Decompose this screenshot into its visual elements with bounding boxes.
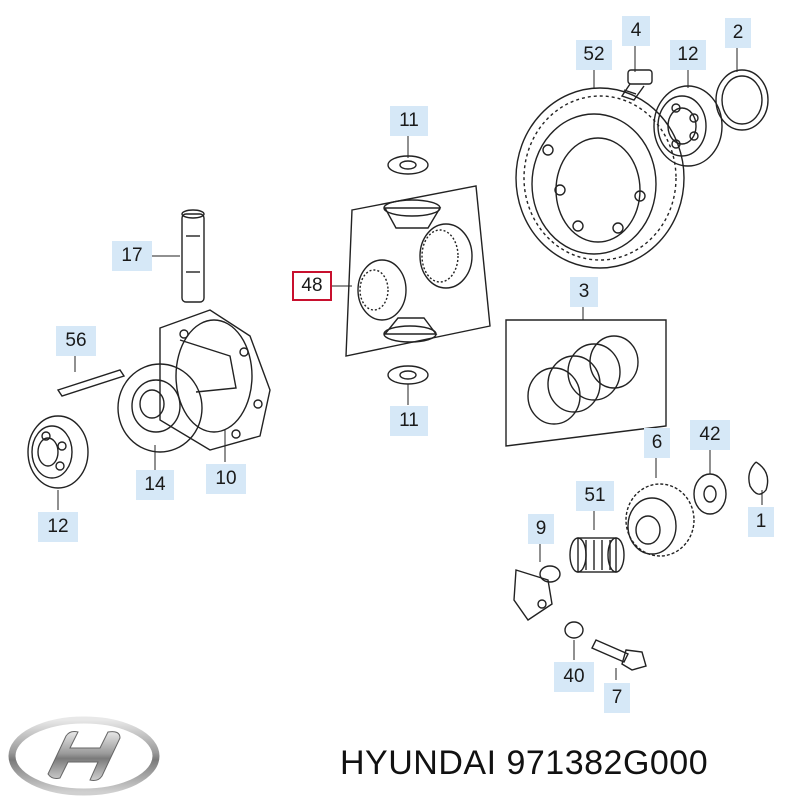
callout-9: 9 xyxy=(528,514,554,544)
washer-11-upper xyxy=(387,155,429,175)
hyundai-logo xyxy=(8,716,160,796)
washer-42 xyxy=(693,473,727,515)
callout-40: 40 xyxy=(554,662,594,692)
callout-51: 51 xyxy=(576,481,614,511)
bolt-7 xyxy=(591,639,647,671)
bearing-12-upper xyxy=(653,85,723,167)
callout-7: 7 xyxy=(604,683,630,713)
speed-gear-6 xyxy=(625,483,695,557)
callout-12-upper: 12 xyxy=(670,40,706,70)
callout-1: 1 xyxy=(748,507,774,537)
callout-10: 10 xyxy=(206,464,246,494)
ring-gear-52 xyxy=(515,87,685,269)
callout-17: 17 xyxy=(112,241,152,271)
snap-ring-1 xyxy=(748,461,769,495)
helical-gear-14 xyxy=(117,363,203,453)
callout-52: 52 xyxy=(576,40,612,70)
callout-42: 42 xyxy=(690,420,730,450)
gear-set-48 xyxy=(345,185,491,357)
o-ring-40 xyxy=(564,621,584,639)
callout-11-lower: 11 xyxy=(390,406,428,436)
part-number: 971382G000 xyxy=(506,744,709,782)
needle-bearing-51 xyxy=(569,537,625,573)
callout-3: 3 xyxy=(570,277,598,307)
bolt-4 xyxy=(620,69,653,101)
shim-set-3 xyxy=(505,319,667,447)
brand-name: HYUNDAI xyxy=(340,744,497,782)
callout-2: 2 xyxy=(725,18,751,48)
washer-11-lower xyxy=(387,365,429,385)
callout-12-lower: 12 xyxy=(38,512,78,542)
callout-14: 14 xyxy=(136,470,174,500)
callout-6: 6 xyxy=(644,428,670,458)
callout-11-upper: 11 xyxy=(390,106,428,136)
callout-56: 56 xyxy=(56,326,96,356)
part-caption: HYUNDAI 971382G000 xyxy=(340,738,795,788)
snap-ring-2 xyxy=(715,69,769,131)
callout-4: 4 xyxy=(622,16,650,46)
shaft-17 xyxy=(181,209,205,303)
differential-case-10 xyxy=(159,309,271,451)
pin-56 xyxy=(56,369,126,397)
shaft-9 xyxy=(513,565,561,621)
bearing-12-lower xyxy=(27,415,89,489)
callout-48-highlighted: 48 xyxy=(292,271,332,301)
